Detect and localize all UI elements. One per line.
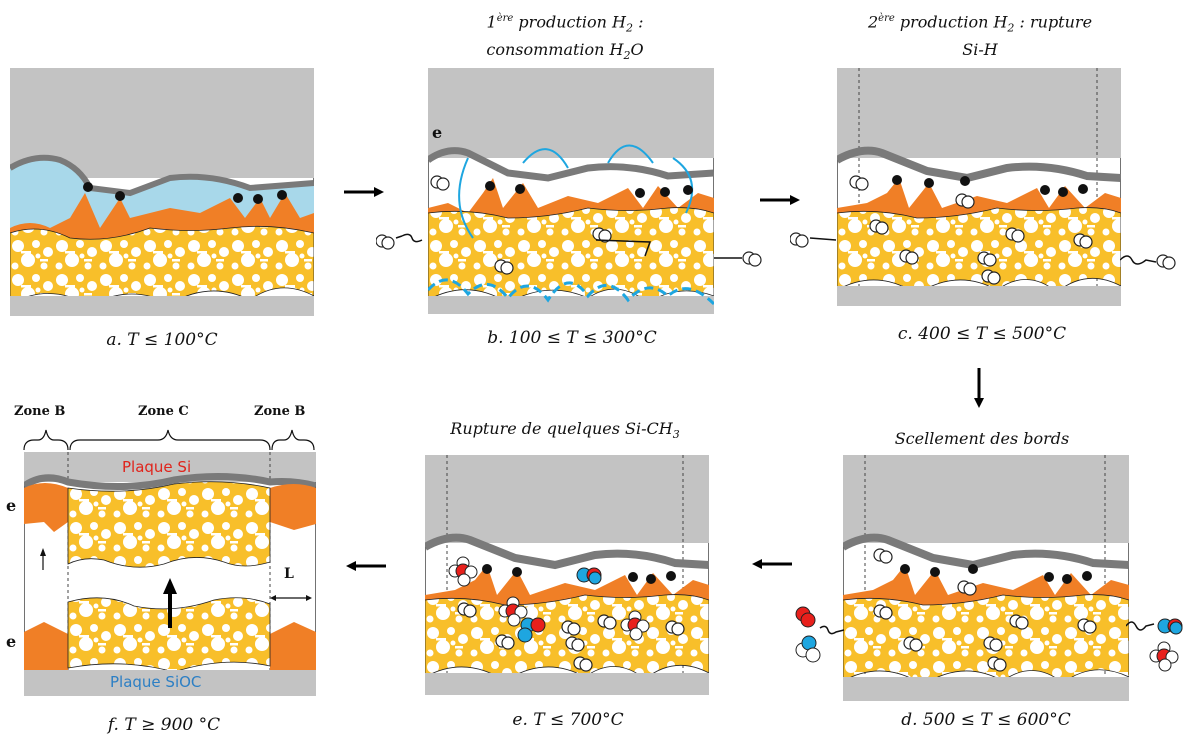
panel-d-molecules-out-right (1126, 618, 1183, 672)
panel-b-title-tail: : (632, 12, 644, 32)
panel-f-e-bottom-label: e (6, 632, 17, 651)
panel-c-title-sup: ère (878, 13, 895, 24)
panel-e-caption: e. T ≤ 700°C (512, 710, 624, 730)
panel-b-diagram (428, 68, 714, 314)
zone-b-right-label: Zone B (254, 404, 306, 419)
panel-c-title-text: production H (894, 12, 1008, 32)
zone-braces (23, 429, 315, 451)
panel-b-h2-out-left (376, 233, 423, 250)
arrow-b-to-c (760, 194, 802, 206)
zone-b-left-label: Zone B (14, 404, 66, 419)
panel-d-diagram (843, 455, 1129, 701)
panel-b-title-text: production H (513, 12, 626, 32)
panel-a-caption: a. T ≤ 100°C (106, 330, 218, 350)
panel-e-title-sub: 3 (672, 428, 680, 442)
arrow-e-to-f (346, 561, 386, 571)
panel-e-title: Rupture de quelques Si-CH3 (420, 418, 710, 445)
arrow-d-to-e (752, 559, 792, 569)
panel-e-diagram (425, 455, 709, 695)
panel-a-diagram (10, 68, 314, 316)
oxide-layer (10, 154, 314, 197)
panel-c-title-tail: : rupture (1014, 12, 1093, 32)
zone-c-label: Zone C (138, 404, 189, 419)
panel-b-title-sub: 2 (625, 21, 633, 35)
panel-b-title-line2-sub: 2 (623, 48, 631, 62)
panel-c-h2-out-left (790, 232, 837, 248)
arrow-a-to-b (344, 186, 386, 198)
panel-f-caption: f. T ≥ 900 °C (107, 715, 221, 735)
panel-b-h2-out-right (714, 251, 762, 267)
plate-si-label: Plaque Si (122, 458, 192, 476)
panel-b-e-label: e (432, 123, 443, 142)
panel-f-e-top-label: e (6, 496, 17, 515)
panel-b-title-line2: consommation H (486, 39, 624, 59)
panel-c-title-sub: 2 (1007, 21, 1015, 35)
panel-c-h2-out-right (1120, 254, 1176, 270)
panel-f-diagram (24, 452, 316, 696)
panel-c-title-num: 2 (867, 12, 879, 32)
panel-f-length-label: L (284, 566, 294, 582)
panel-c-title-line2: Si-H (962, 39, 998, 59)
panel-d-molecules-in-left (795, 606, 845, 663)
panel-b-caption: b. 100 ≤ T ≤ 300°C (487, 328, 657, 348)
panel-c-caption: c. 400 ≤ T ≤ 500°C (897, 324, 1067, 344)
panel-b-title-line2-tail: O (630, 39, 644, 59)
panel-c-title: 2ère production H2 : rupture Si-H (830, 8, 1130, 60)
panel-d-title: Scellement des bords (894, 429, 1070, 448)
panel-d-caption: d. 500 ≤ T ≤ 600°C (901, 710, 1071, 730)
panel-e-title-text: Rupture de quelques Si-CH (450, 419, 673, 438)
panel-b-title-num: 1 (486, 12, 497, 32)
arrow-c-to-d (974, 368, 984, 408)
panel-c-diagram (837, 68, 1121, 306)
panel-b-title: 1ère production H2 : consommation H2O (420, 8, 710, 66)
plate-sioc-label: Plaque SiOC (110, 673, 202, 691)
panel-b-title-sup: ère (496, 13, 514, 24)
silicon-plate-bottom (10, 296, 314, 316)
